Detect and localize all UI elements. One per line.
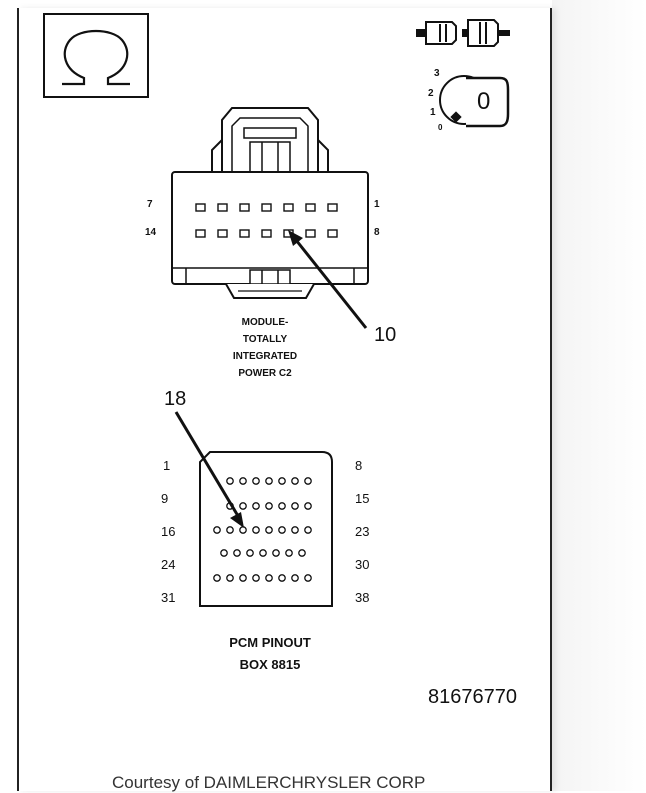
pcm-pin-cavity	[252, 477, 260, 485]
pcm-pin-cavity	[226, 477, 234, 485]
callout-label-18: 18	[164, 388, 187, 410]
pcm-pin-cavity	[272, 549, 280, 557]
pcm-pin-cavity	[220, 549, 228, 557]
pcm-pin-cavity	[239, 477, 247, 485]
tip-pin-cavity	[217, 203, 228, 212]
tip-caption-line: TOTALLY	[242, 334, 288, 345]
pcm-row-start-label: 31	[161, 590, 176, 605]
ohm-symbol-icon	[43, 13, 149, 98]
ignition-position-0: 0	[438, 123, 443, 132]
pcm-pin-cavity	[233, 549, 241, 557]
pcm-pin-cavity	[278, 502, 286, 510]
pcm-pin-cavities	[213, 477, 312, 582]
tip-pin-label-7: 7	[147, 199, 153, 210]
pcm-pin-cavity	[259, 549, 267, 557]
tip-caption: MODULE- TOTALLY INTEGRATED POWER C2	[205, 314, 325, 382]
pcm-pin-cavity	[278, 574, 286, 582]
tip-caption-line: MODULE-	[241, 317, 289, 328]
connector-unplugged-icon	[416, 19, 510, 47]
pcm-pin-cavity	[304, 477, 312, 485]
tip-pin-cavity	[261, 229, 272, 238]
document-number: 81676770	[428, 686, 517, 708]
pcm-pin-cavity	[239, 574, 247, 582]
pcm-caption-line: PCM PINOUT	[229, 635, 311, 650]
tip-pin-cavity	[327, 203, 338, 212]
pcm-pin-cavity	[298, 549, 306, 557]
page-margin-background	[552, 0, 646, 791]
tip-pin-cavity	[261, 203, 272, 212]
tip-pin-cavity	[195, 203, 206, 212]
ignition-position-3: 3	[434, 68, 440, 79]
pcm-pin-cavity	[265, 574, 273, 582]
pcm-pin-cavity	[304, 526, 312, 534]
tip-pin-cavity	[305, 203, 316, 212]
pcm-pin-cavity	[304, 574, 312, 582]
tip-pin-cavity	[283, 203, 294, 212]
pcm-pin-cavity	[239, 526, 247, 534]
pcm-row-end-label: 23	[355, 524, 370, 539]
tip-pin-cavity	[327, 229, 338, 238]
pcm-pin-cavity	[213, 526, 221, 534]
ignition-position-1: 1	[430, 107, 436, 118]
pcm-row-end-label: 30	[355, 557, 370, 572]
pcm-pin-cavity	[252, 502, 260, 510]
pcm-pin-cavity	[278, 526, 286, 534]
pcm-row-end-label: 38	[355, 590, 370, 605]
tip-caption-line: POWER C2	[238, 368, 292, 379]
tip-pin-cavity	[195, 229, 206, 238]
pcm-pin-cavity	[291, 502, 299, 510]
callout-label-10: 10	[374, 324, 397, 346]
tip-pin-label-14: 14	[145, 227, 157, 238]
pcm-pin-cavity	[265, 526, 273, 534]
pcm-row-end-label: 8	[355, 458, 363, 473]
pcm-pin-cavity	[252, 526, 260, 534]
pcm-pin-cavity	[265, 477, 273, 485]
pcm-pin-cavity	[304, 502, 312, 510]
pcm-pin-cavity	[252, 574, 260, 582]
pcm-pin-cavity	[239, 502, 247, 510]
pcm-row-start-label: 24	[161, 557, 176, 572]
pcm-pin-cavity	[291, 574, 299, 582]
tip-pin-cavity	[239, 203, 250, 212]
pcm-pin-cavity	[285, 549, 293, 557]
tip-pin-cavity	[239, 229, 250, 238]
ignition-position-2: 2	[428, 88, 434, 99]
callout-arrow-10	[288, 230, 368, 329]
callout-arrow-18	[174, 411, 244, 528]
pcm-pin-cavity	[226, 574, 234, 582]
pcm-pin-cavity	[291, 477, 299, 485]
pcm-pin-cavity	[226, 526, 234, 534]
tip-pin-cavity	[217, 229, 228, 238]
tip-pin-cavity	[305, 229, 316, 238]
tip-pin-label-8: 8	[374, 227, 380, 238]
pcm-pin-cavity	[246, 549, 254, 557]
courtesy-line: Courtesy of DAIMLERCHRYSLER CORP	[112, 773, 426, 792]
tip-pin-cavities	[195, 203, 338, 238]
tip-connector	[171, 107, 369, 299]
pcm-row-start-label: 16	[161, 524, 176, 539]
pcm-caption: PCM PINOUT BOX 8815	[200, 632, 340, 676]
pcm-pin-cavity	[278, 477, 286, 485]
pcm-pin-cavity	[213, 574, 221, 582]
tip-pin-label-1: 1	[374, 199, 380, 210]
pcm-pin-cavity	[291, 526, 299, 534]
pcm-row-start-label: 1	[163, 458, 171, 473]
ignition-key-off-icon	[439, 75, 510, 128]
pcm-caption-line: BOX 8815	[239, 657, 301, 672]
tip-caption-line: INTEGRATED	[232, 351, 298, 362]
pcm-row-end-label: 15	[355, 491, 370, 506]
pcm-pin-cavity	[265, 502, 273, 510]
pcm-row-start-label: 9	[161, 491, 169, 506]
ignition-key-label: 0	[477, 88, 491, 115]
